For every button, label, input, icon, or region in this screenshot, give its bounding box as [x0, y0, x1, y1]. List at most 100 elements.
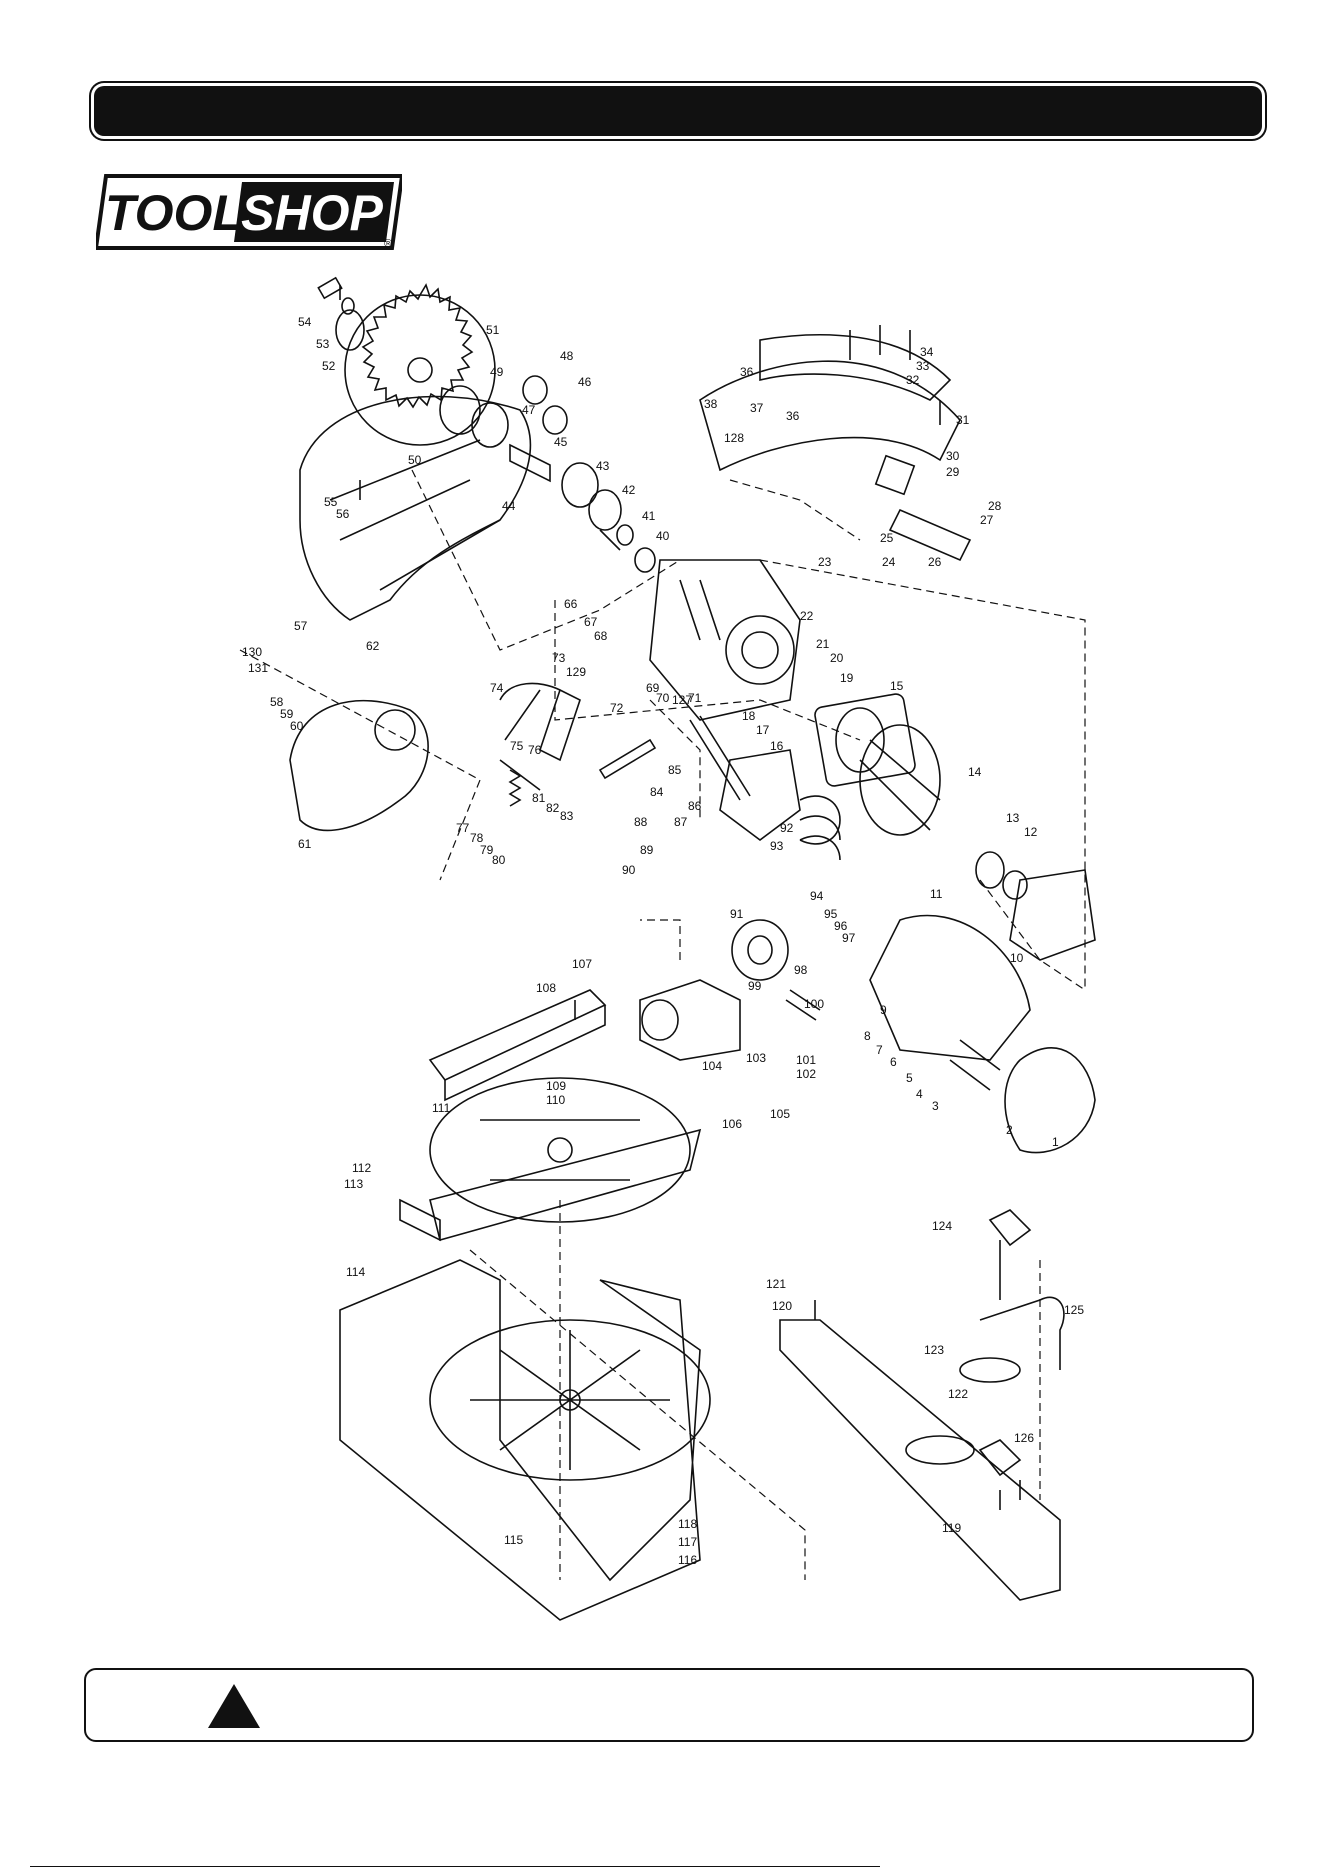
part-label: 72	[610, 701, 624, 715]
part-label: 43	[596, 459, 610, 473]
part-label: 34	[920, 345, 934, 359]
part-label: 44	[502, 499, 516, 513]
part-label: 96	[834, 919, 848, 933]
part-label: 58	[270, 695, 284, 709]
part-label: 37	[750, 401, 764, 415]
part-label: 93	[770, 839, 784, 853]
part-label: 40	[656, 529, 670, 543]
part-label: 45	[554, 435, 568, 449]
part-label: 94	[810, 889, 824, 903]
part-label: 114	[346, 1265, 366, 1279]
part-label: 98	[794, 963, 808, 977]
part-label: 33	[916, 359, 930, 373]
part-label: 4	[916, 1087, 923, 1101]
part-label: 62	[366, 639, 380, 653]
part-label: 36	[786, 409, 800, 423]
registered-mark: ®	[384, 238, 393, 250]
part-label: 38	[704, 397, 718, 411]
part-label: 92	[780, 821, 794, 835]
part-label: 126	[1014, 1431, 1035, 1445]
part-label: 67	[584, 615, 598, 629]
part-label: 119	[942, 1521, 962, 1535]
part-label: 82	[546, 801, 560, 815]
part-label: 120	[772, 1299, 793, 1313]
part-label: 56	[336, 507, 350, 521]
part-label: 10	[1010, 951, 1024, 965]
section-header-bar	[94, 86, 1262, 136]
part-label: 106	[722, 1117, 743, 1131]
part-label: 129	[566, 665, 587, 679]
part-label: 53	[316, 337, 330, 351]
warning-box	[84, 1668, 1254, 1742]
warning-triangle-icon	[208, 1684, 260, 1728]
part-label: 28	[988, 499, 1002, 513]
part-label: 74	[490, 681, 504, 695]
part-label: 55	[324, 495, 338, 509]
part-label: 68	[594, 629, 608, 643]
part-label: 110	[546, 1093, 566, 1107]
part-label: 121	[766, 1277, 787, 1291]
part-label: 118	[678, 1517, 698, 1531]
part-label: 102	[796, 1067, 817, 1081]
part-label: 26	[928, 555, 942, 569]
part-label: 70	[656, 691, 670, 705]
part-label: 107	[572, 957, 593, 971]
part-label: 12	[1024, 825, 1038, 839]
part-label: 116	[678, 1553, 698, 1567]
part-label: 13	[1006, 811, 1020, 825]
part-label: 88	[634, 815, 648, 829]
part-label: 86	[688, 799, 702, 813]
part-label: 78	[470, 831, 484, 845]
part-label: 7	[876, 1043, 883, 1057]
part-label: 76	[528, 743, 542, 757]
part-label: 23	[818, 555, 832, 569]
part-label: 20	[830, 651, 844, 665]
part-label: 113	[344, 1177, 364, 1191]
part-label: 80	[492, 853, 506, 867]
part-label: 112	[352, 1161, 372, 1175]
part-label: 50	[408, 453, 422, 467]
part-label: 71	[688, 691, 702, 705]
part-label: 42	[622, 483, 636, 497]
part-label: 104	[702, 1059, 723, 1073]
part-label: 84	[650, 785, 664, 799]
part-label: 2	[1006, 1123, 1013, 1137]
part-label: 127	[672, 693, 693, 707]
part-label: 81	[532, 791, 546, 805]
part-label: 89	[640, 843, 654, 857]
part-label: 122	[948, 1387, 969, 1401]
part-label: 19	[840, 671, 854, 685]
logo-word-tool: TOOL	[105, 185, 243, 241]
part-label: 1	[1052, 1135, 1059, 1149]
part-label: 27	[980, 513, 994, 527]
footer-rule	[30, 1866, 880, 1867]
part-label: 77	[456, 821, 470, 835]
part-label: 14	[968, 765, 982, 779]
part-label: 95	[824, 907, 838, 921]
part-label: 124	[932, 1219, 953, 1233]
part-label: 49	[490, 365, 504, 379]
part-label: 36	[740, 365, 754, 379]
part-label: 59	[280, 707, 294, 721]
part-label: 57	[294, 619, 308, 633]
part-label: 16	[770, 739, 784, 753]
part-label: 125	[1064, 1303, 1085, 1317]
part-label: 117	[678, 1535, 698, 1549]
part-label: 90	[622, 863, 636, 877]
part-label: 29	[946, 465, 960, 479]
part-label: 31	[956, 413, 970, 427]
part-label: 54	[298, 315, 312, 329]
part-label: 25	[880, 531, 894, 545]
part-label: 21	[816, 637, 830, 651]
part-label: 111	[432, 1101, 451, 1115]
part-label: 108	[536, 981, 557, 995]
part-label: 130	[242, 645, 263, 659]
part-label: 105	[770, 1107, 791, 1121]
part-label: 100	[804, 997, 825, 1011]
part-label: 48	[560, 349, 574, 363]
part-label: 47	[522, 403, 536, 417]
part-label: 46	[578, 375, 592, 389]
part-label: 22	[800, 609, 814, 623]
part-label: 15	[890, 679, 904, 693]
